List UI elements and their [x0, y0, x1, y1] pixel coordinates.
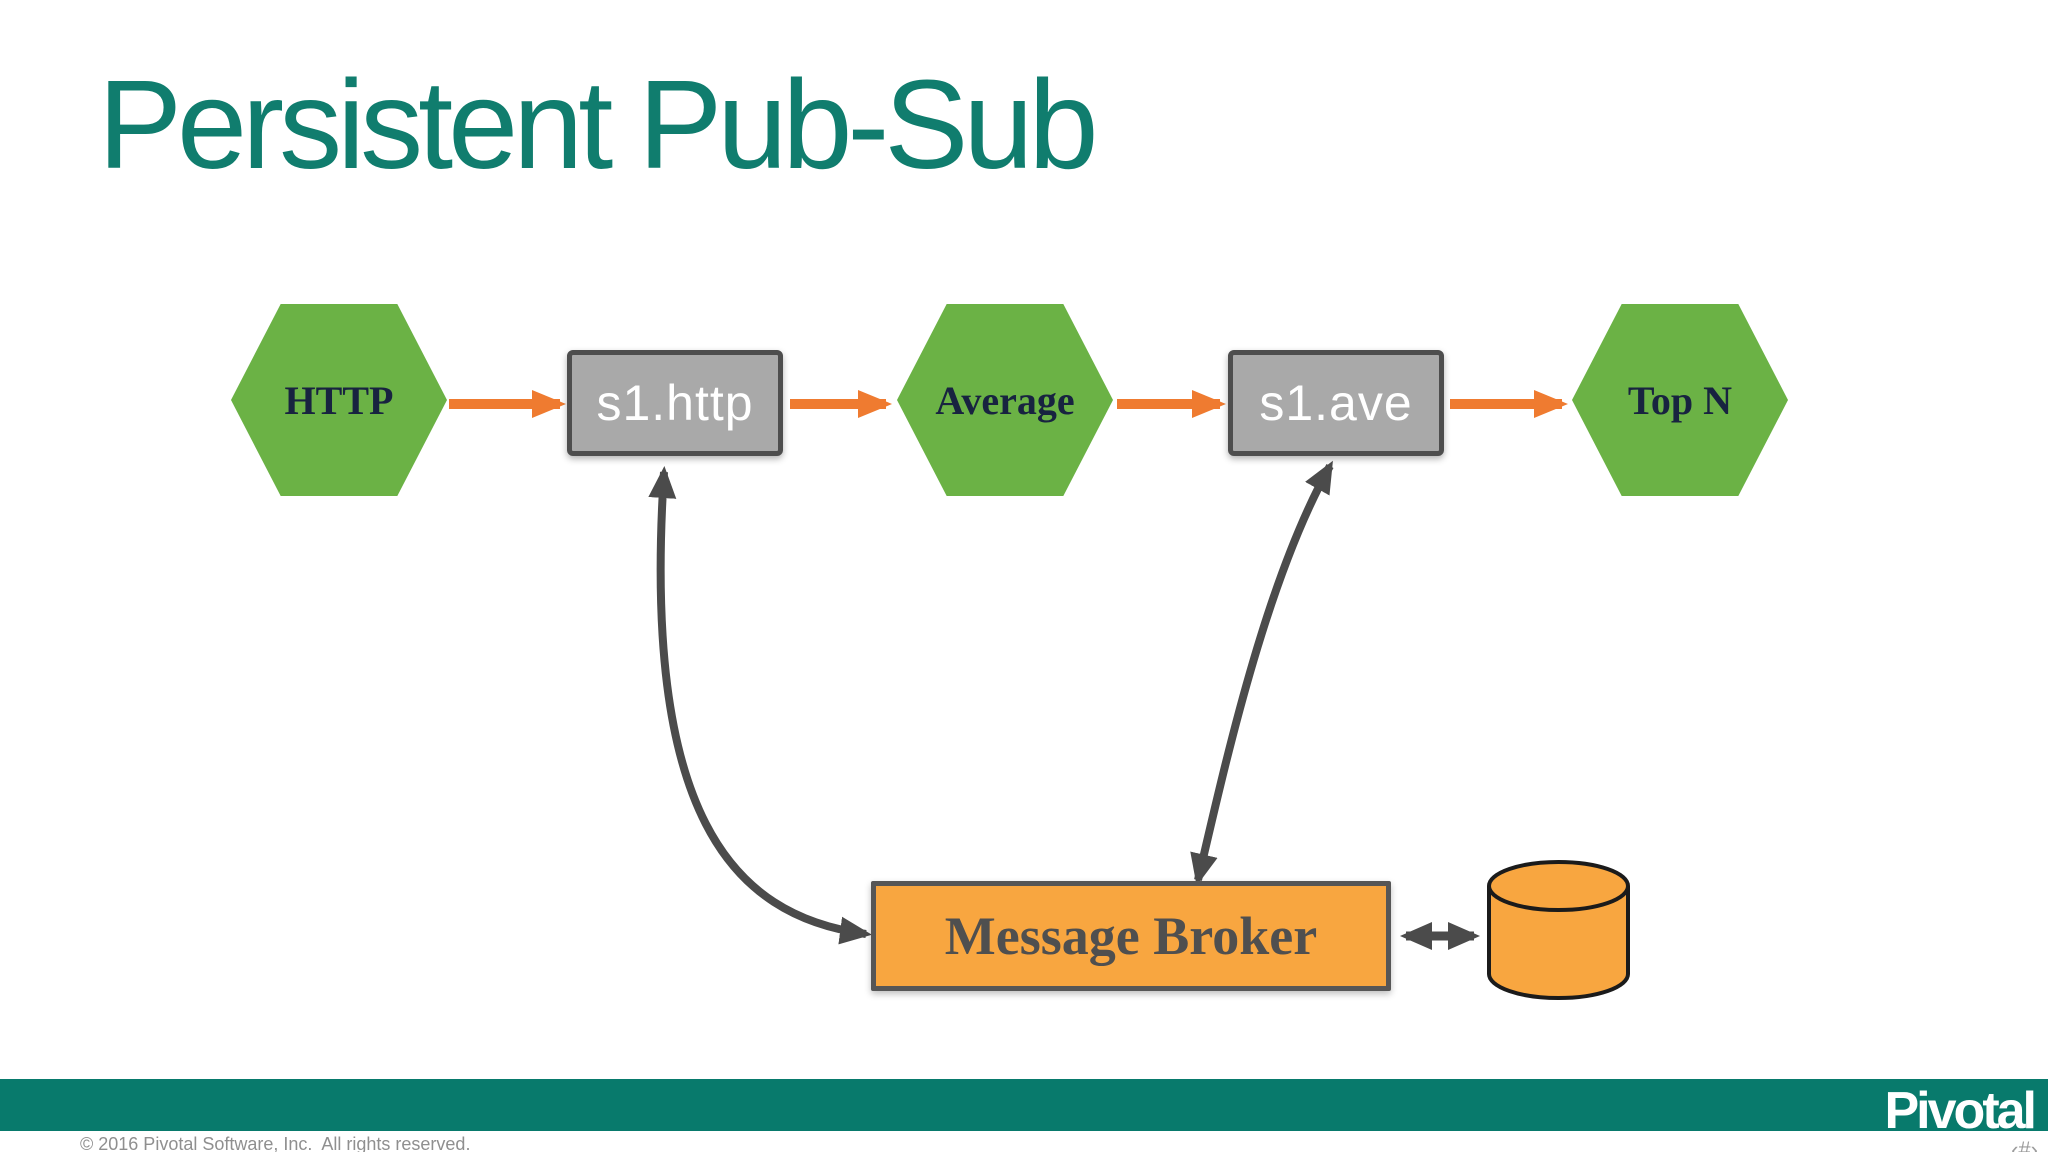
node-average-hexagon: Average [897, 304, 1113, 496]
node-http-hexagon: HTTP [231, 304, 447, 496]
node-message-broker: Message Broker [871, 881, 1391, 991]
node-s1http-label: s1.http [596, 375, 754, 431]
slide-number-placeholder: ‹#› [2011, 1137, 2038, 1152]
node-http-label: HTTP [284, 377, 394, 423]
pivotal-logo: Pivotal [1884, 1082, 2037, 1140]
database-cylinder-icon [1487, 860, 1630, 1000]
edge-s1http-broker-curve [648, 466, 872, 945]
copyright-text: © 2016 Pivotal Software, Inc. All rights… [80, 1134, 471, 1152]
footer-bar [0, 1079, 2048, 1131]
node-s1http-box: s1.http [567, 350, 783, 456]
node-topn-hexagon: Top N [1572, 304, 1788, 496]
node-s1ave-box: s1.ave [1228, 350, 1444, 456]
node-average-label: Average [935, 377, 1075, 423]
node-message-broker-label: Message Broker [944, 906, 1318, 966]
node-s1ave-label: s1.ave [1259, 375, 1413, 431]
node-topn-label: Top N [1627, 377, 1733, 423]
edge-s1ave-broker-curve [1190, 460, 1334, 886]
page-title: Persistent Pub-Sub [98, 54, 1099, 195]
